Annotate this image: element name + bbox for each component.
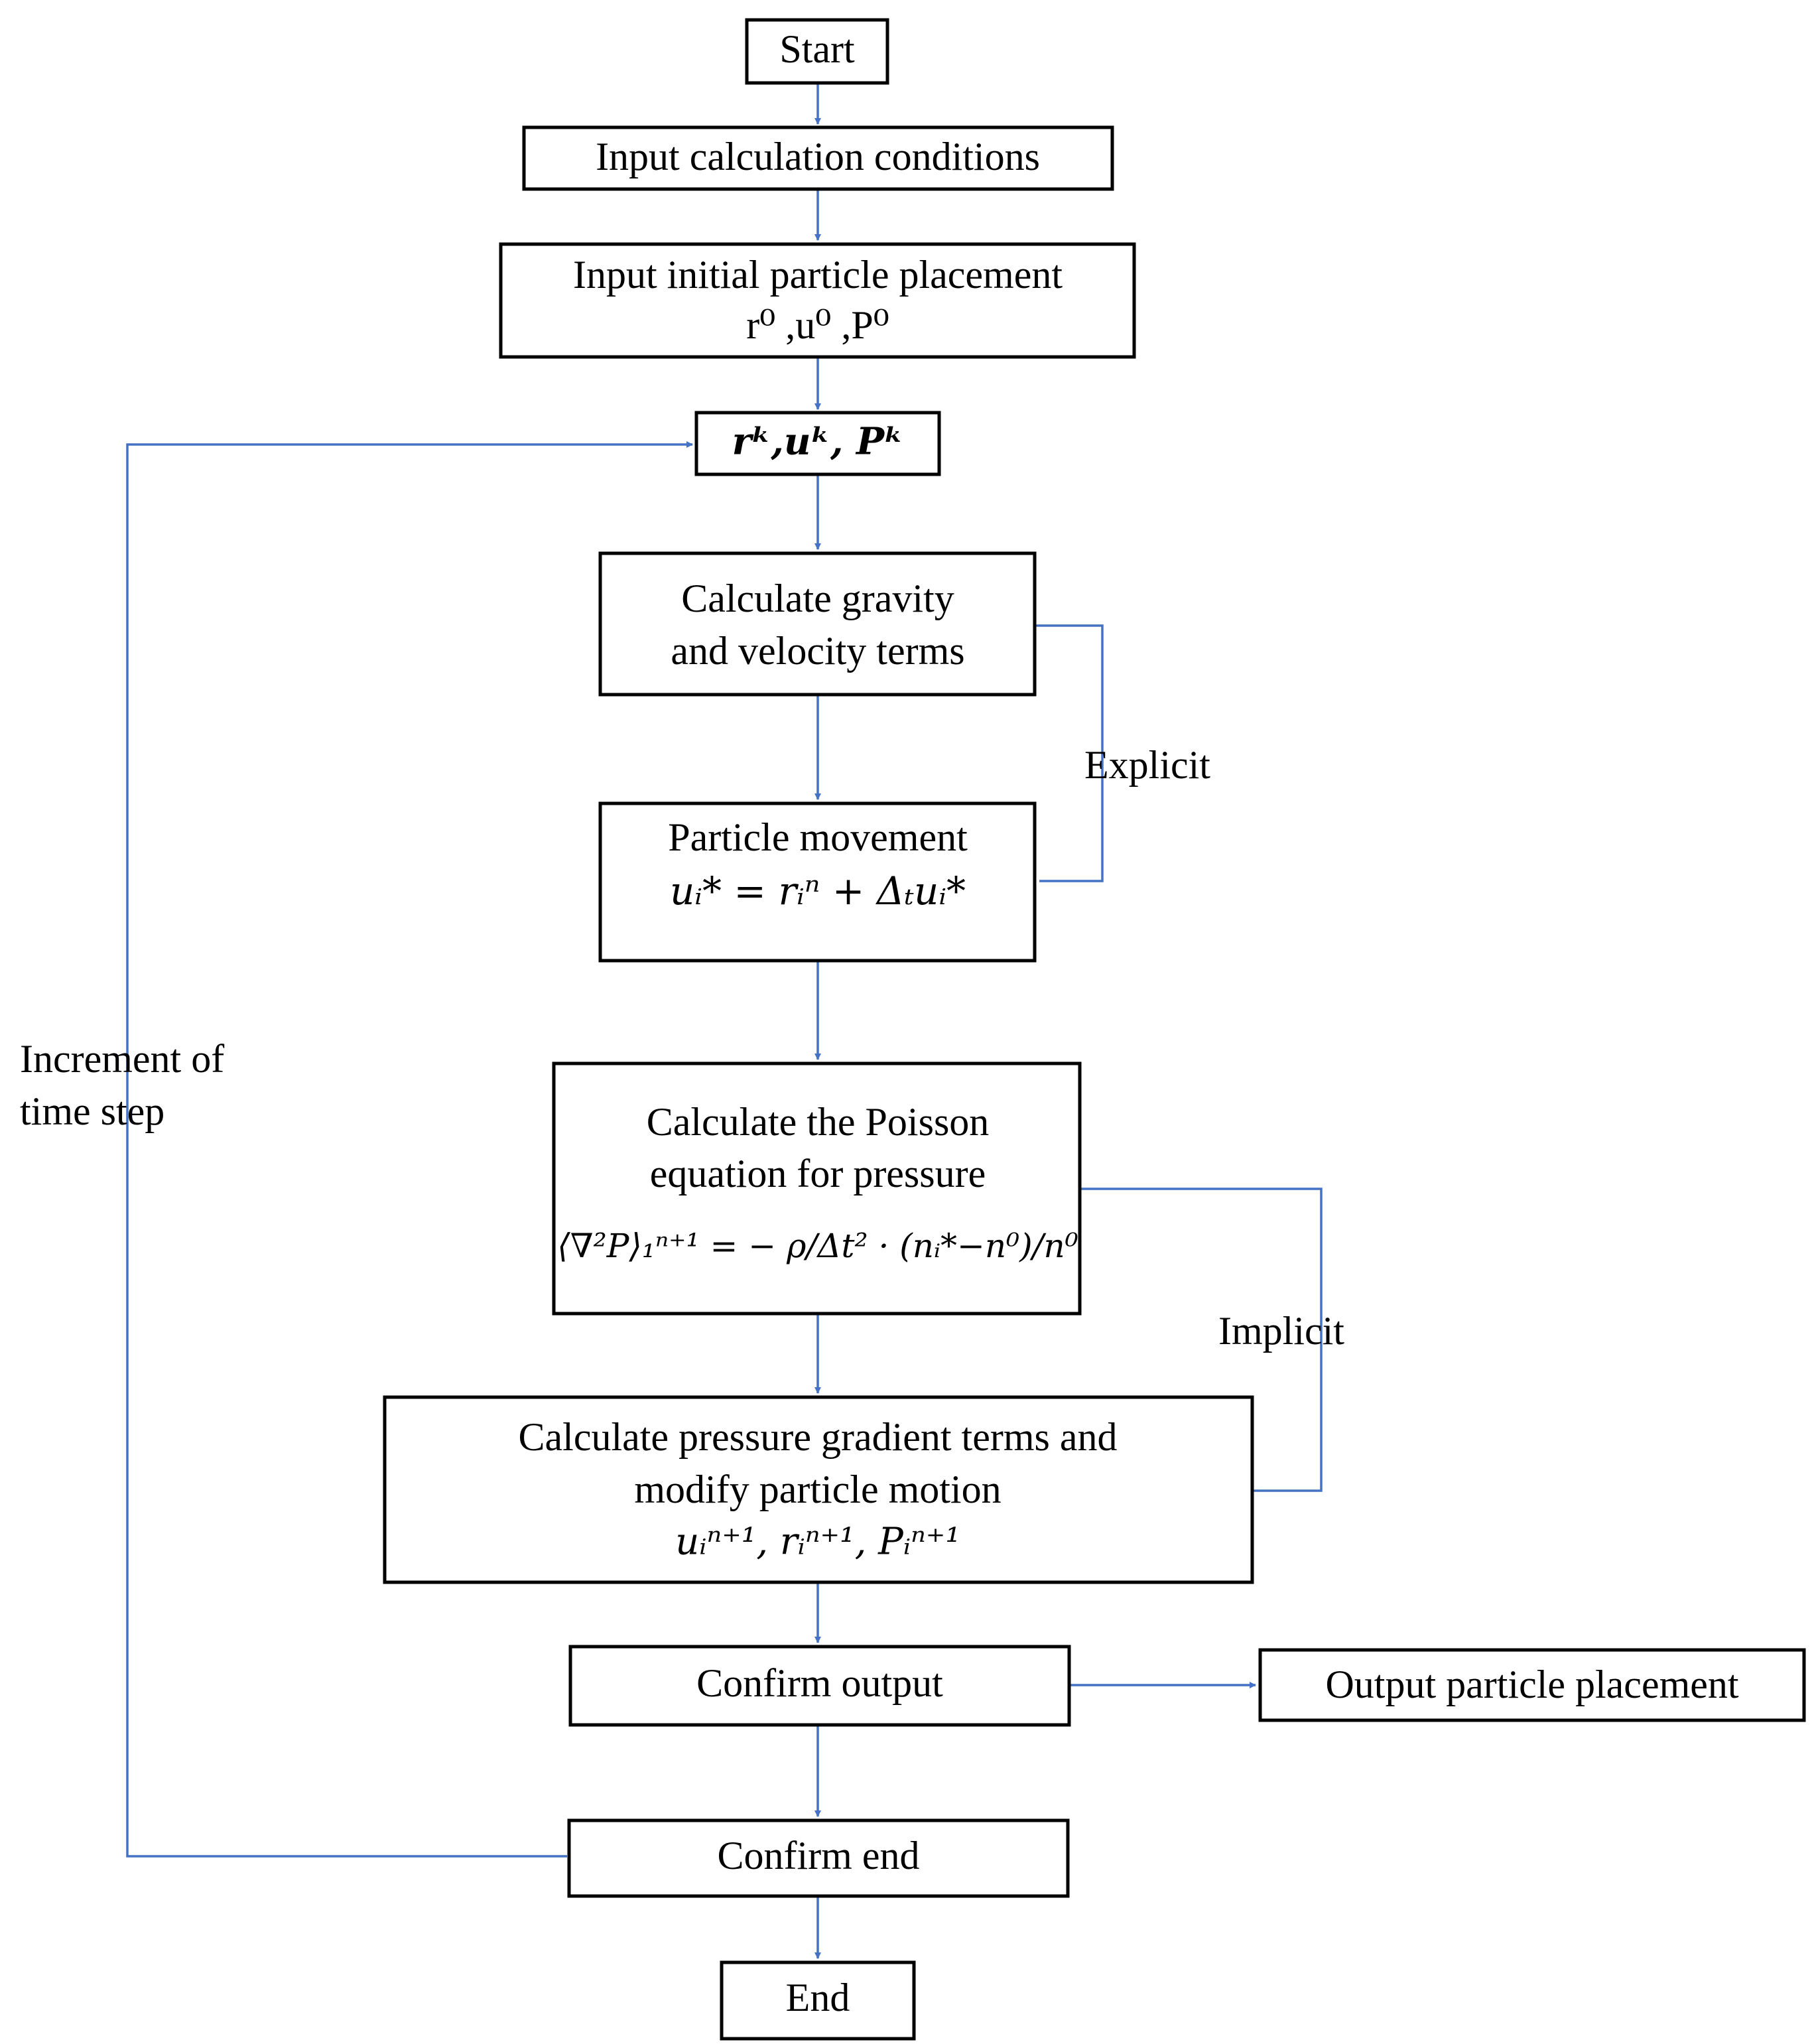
node-input-conditions: Input calculation conditions (522, 125, 1114, 191)
confirm-end-label: Confirm end (718, 1834, 920, 1877)
start-label: Start (779, 27, 855, 71)
node-gravity: Calculate gravity and velocity terms (598, 551, 1037, 697)
pressure-gradient-box (383, 1395, 1254, 1584)
poisson-line2: equation for pressure (650, 1152, 986, 1195)
end-box (720, 1960, 916, 2041)
connectors (126, 83, 1323, 1959)
increment-label-line1: Increment of (20, 1037, 224, 1081)
state-k-box (694, 411, 941, 476)
time-step-loop (126, 441, 693, 1858)
node-output-placement: Output particle placement (1258, 1648, 1806, 1722)
input-initial-box (499, 242, 1136, 359)
pressure-gradient-line2: modify particle motion (634, 1467, 1001, 1511)
input-conditions-box (522, 125, 1114, 191)
explicit-label: Explicit (1084, 743, 1210, 787)
gravity-box (598, 551, 1037, 697)
input-initial-formula: r⁰ ,u⁰ ,P⁰ (746, 303, 889, 347)
movement-label: Particle movement (668, 815, 968, 859)
state-k-formula: rᵏ,uᵏ, Pᵏ (732, 420, 904, 464)
input-conditions-label: Input calculation conditions (596, 135, 1040, 178)
gravity-line1: Calculate gravity (681, 577, 954, 620)
node-end: End (720, 1960, 916, 2041)
output-placement-box (1258, 1648, 1806, 1722)
confirm-end-box (567, 1818, 1070, 1898)
confirm-output-label: Confirm output (696, 1661, 943, 1705)
gravity-line2: and velocity terms (671, 629, 964, 673)
output-placement-label: Output particle placement (1325, 1663, 1738, 1706)
node-movement: Particle movement uᵢ* = rᵢⁿ + Δₜuᵢ* (598, 801, 1037, 963)
explicit-bracket (1035, 624, 1104, 882)
end-label: End (786, 1976, 850, 2019)
movement-box (598, 801, 1037, 963)
poisson-box (552, 1061, 1082, 1316)
node-state-k: rᵏ,uᵏ, Pᵏ (694, 411, 941, 476)
node-pressure-gradient: Calculate pressure gradient terms and mo… (383, 1395, 1254, 1584)
movement-formula: uᵢ* = rᵢⁿ + Δₜuᵢ* (670, 868, 966, 914)
implicit-bracket (1080, 1188, 1323, 1492)
implicit-label: Implicit (1218, 1309, 1344, 1353)
node-start: Start (745, 18, 889, 85)
poisson-line1: Calculate the Poisson (647, 1100, 990, 1144)
start-box (745, 18, 889, 85)
node-confirm-output: Confirm output (568, 1645, 1071, 1727)
node-confirm-end: Confirm end (567, 1818, 1070, 1898)
confirm-output-box (568, 1645, 1071, 1727)
poisson-formula: ⟨∇²P⟩₁ⁿ⁺¹ = − ρ/Δt² · (nᵢ*−n⁰)/n⁰ (557, 1227, 1078, 1265)
node-poisson: Calculate the Poisson equation for press… (552, 1061, 1082, 1316)
pressure-gradient-line1: Calculate pressure gradient terms and (519, 1415, 1118, 1459)
node-input-initial: Input initial particle placement r⁰ ,u⁰ … (499, 242, 1136, 359)
increment-label-line2: time step (20, 1089, 164, 1133)
pressure-gradient-formula: uᵢⁿ⁺¹, rᵢⁿ⁺¹, Pᵢⁿ⁺¹ (675, 1521, 960, 1564)
input-initial-label: Input initial particle placement (573, 253, 1063, 297)
